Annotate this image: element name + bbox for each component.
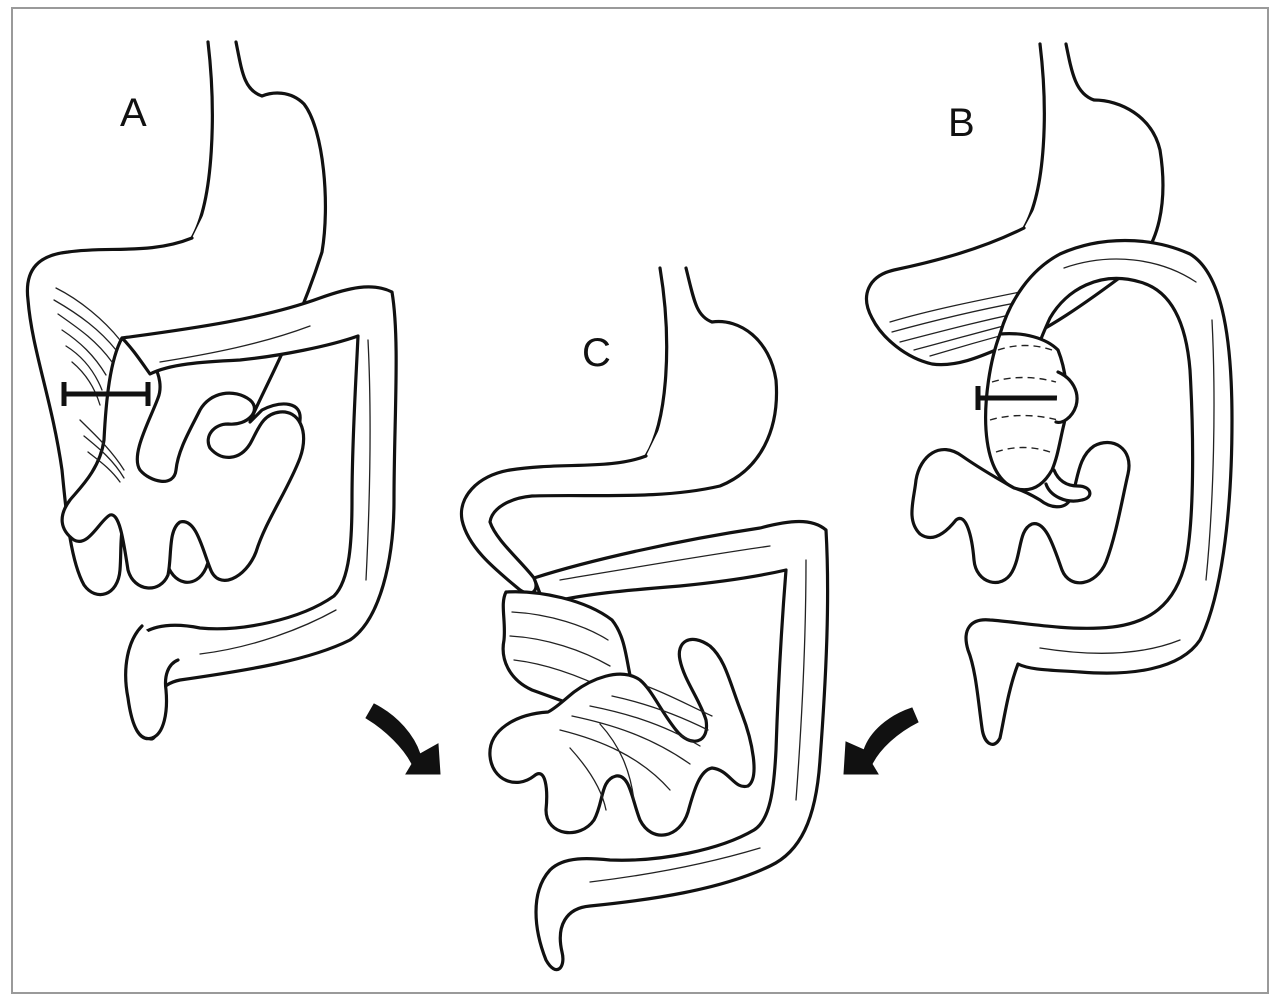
colon-c-haustra bbox=[559, 545, 807, 883]
panel-label-b: B bbox=[948, 101, 975, 145]
arrow-left bbox=[365, 703, 441, 775]
panel-c: C bbox=[365, 266, 919, 972]
panel-label-a: A bbox=[120, 91, 147, 135]
stomach-a-esophagus bbox=[190, 40, 264, 240]
duodenum-b-dashes bbox=[989, 344, 1059, 453]
small-intestine-b bbox=[910, 440, 1131, 585]
stomach-c-esophagus bbox=[644, 266, 714, 458]
sigmoid-a bbox=[124, 624, 180, 741]
colon-b bbox=[964, 238, 1234, 746]
colon-b-haustra bbox=[1039, 258, 1215, 654]
stomach-b-esophagus bbox=[1022, 42, 1096, 230]
panel-b: B bbox=[864, 42, 1234, 746]
arrow-right bbox=[843, 707, 919, 775]
clip-b-bulge bbox=[1054, 370, 1079, 424]
ileum-loop-b bbox=[1044, 468, 1092, 503]
clip-a bbox=[61, 382, 151, 406]
colon-c bbox=[532, 519, 830, 972]
mesentery-hatch-b bbox=[889, 289, 1037, 357]
clip-b bbox=[975, 370, 1079, 424]
small-intestine-a bbox=[60, 336, 306, 590]
duodenum-b bbox=[984, 332, 1069, 492]
stomach-c bbox=[459, 319, 779, 595]
mesentery-hatch-a bbox=[53, 287, 125, 483]
mesentery-c bbox=[559, 685, 713, 811]
colon-a-haustra bbox=[159, 325, 371, 655]
small-intestine-c bbox=[488, 637, 756, 837]
figure-border bbox=[11, 7, 1269, 994]
panel-a: A bbox=[25, 40, 398, 741]
stomach-b bbox=[864, 98, 1165, 367]
panel-label-c: C bbox=[582, 331, 611, 375]
